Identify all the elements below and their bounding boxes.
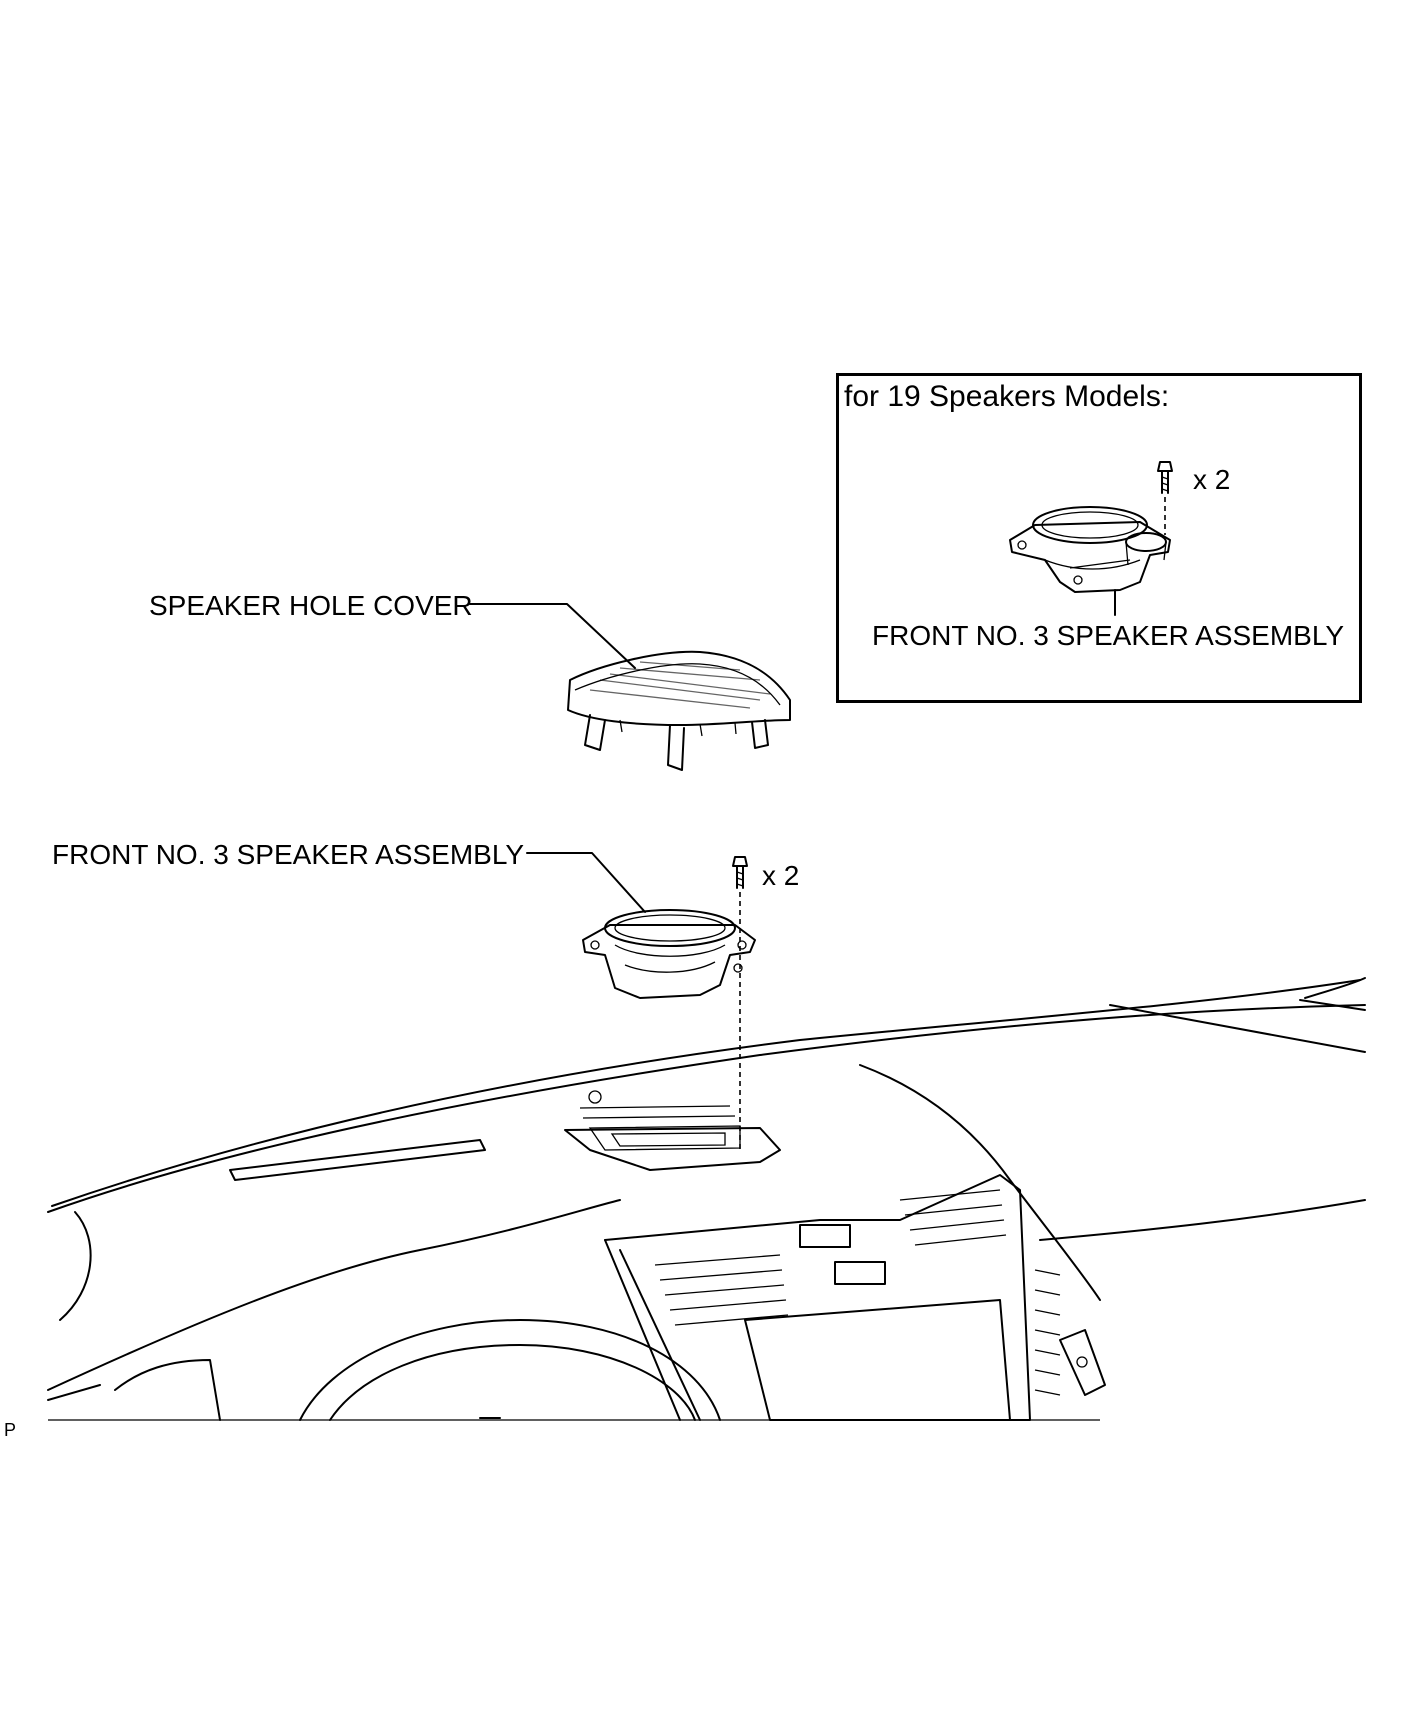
speaker-hole-cover-part bbox=[567, 650, 791, 771]
leader-speaker-hole-cover bbox=[469, 603, 636, 669]
inset-bolt-icon bbox=[1157, 461, 1173, 494]
front-speaker-label: FRONT NO. 3 SPEAKER ASSEMBLY bbox=[52, 839, 524, 870]
bolt-icon bbox=[732, 856, 748, 889]
front-no3-speaker-part bbox=[582, 909, 756, 999]
speaker-hole-cover-label: SPEAKER HOLE COVER bbox=[149, 590, 473, 621]
dashboard-illustration bbox=[47, 977, 1366, 1421]
inset-bolt-quantity: x 2 bbox=[1193, 464, 1231, 495]
page-marker: P bbox=[4, 1420, 17, 1440]
leader-front-speaker bbox=[526, 852, 646, 913]
inset-front-speaker-label: FRONT NO. 3 SPEAKER ASSEMBLY bbox=[872, 620, 1344, 651]
inset-box bbox=[836, 373, 1362, 703]
bolt-quantity: x 2 bbox=[762, 860, 800, 891]
inset-speaker-part bbox=[1009, 506, 1171, 593]
inset-title: for 19 Speakers Models: bbox=[844, 380, 1170, 413]
